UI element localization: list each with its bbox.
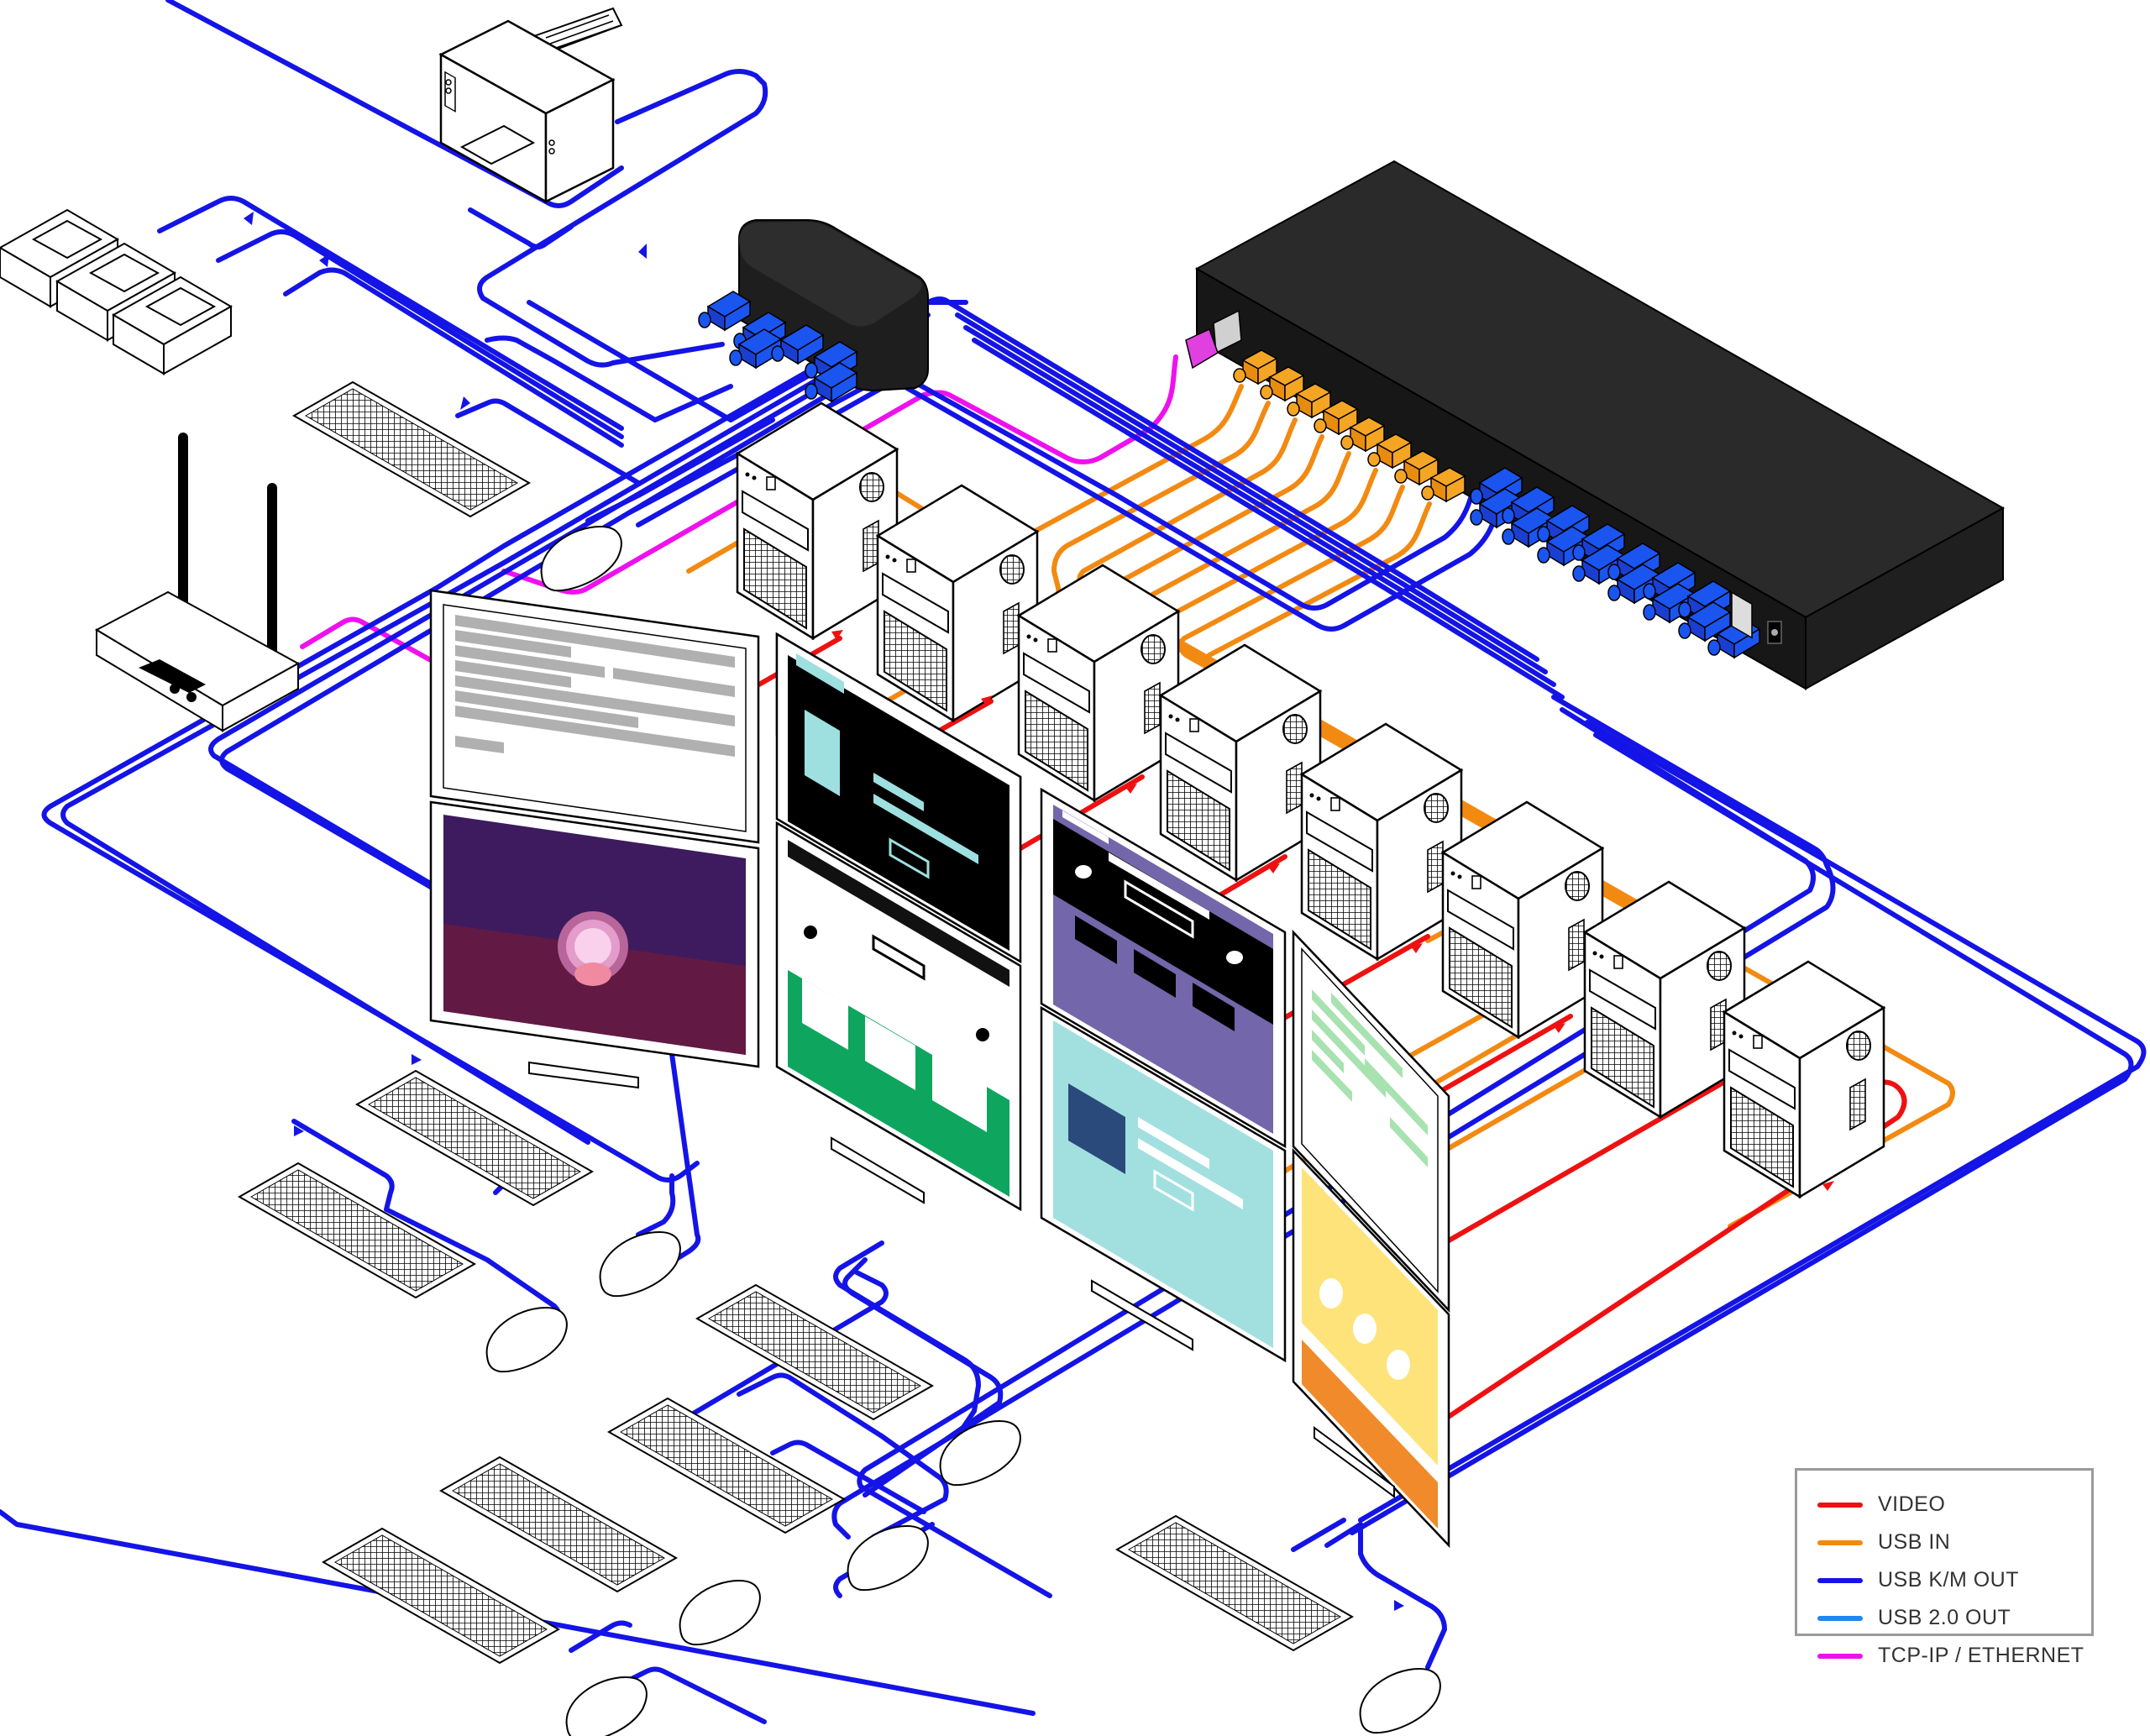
arrow-icon [1822,1181,1834,1191]
mouse-icon [599,1231,681,1298]
arrow-icon [1554,1023,1565,1033]
mouse-icon [847,1525,929,1592]
legend: VIDEO USB IN USB K/M OUT USB 2.0 OUT TCP… [1795,1468,2094,1667]
legend-swatch [1817,1653,1863,1659]
legend-item-usb-km-out: USB K/M OUT [1817,1561,2091,1599]
monitor-document [429,589,760,844]
arrow-icon [460,396,470,410]
monitor-green-site [775,821,1022,1212]
arrow-icon [244,212,254,225]
legend-swatch [1817,1502,1863,1508]
keyboard-icon [322,1528,559,1664]
arrow-icon [638,244,647,259]
ethernet-cable [501,354,1178,595]
printer-cable [477,69,768,368]
pc-tower-icon [1017,564,1180,802]
legend-item-ethernet: TCP-IP / ETHERNET [1817,1637,2091,1675]
monitor-purple-site [1040,787,1287,1149]
legend-label: VIDEO [1878,1492,1946,1516]
pc-tower-icon [1583,880,1746,1119]
monitor-yellow-site [1292,1147,1450,1549]
legend-label: USB IN [1878,1530,1951,1554]
ethernet-cable-router [300,616,439,666]
monitors [429,589,1450,1549]
legend-swatch [1817,1615,1863,1621]
pc-tower-icon [1723,960,1885,1198]
keyboard-icon [608,1398,845,1534]
mouse-icon [1359,1668,1441,1734]
pc-tower-icon [1441,800,1604,1039]
mouse-icon [939,1420,1021,1487]
legend-item-video: VIDEO [1817,1486,2091,1524]
router-icon [94,433,301,732]
arrow-markers [244,212,1404,1611]
keyboard-icon [696,1284,933,1420]
monitor-teal-site [1040,1005,1287,1363]
mouse-icon [565,1676,648,1736]
legend-item-usb20-out: USB 2.0 OUT [1817,1599,2091,1637]
mouse-icon [679,1580,761,1646]
legend-swatch [1817,1577,1863,1583]
pc-tower-icon [1300,722,1463,961]
legend-label: USB 2.0 OUT [1878,1606,2011,1629]
pc-tower-icon [876,484,1039,722]
arrow-icon [1125,784,1137,794]
mouse-icon [485,1307,568,1373]
legend-label: USB K/M OUT [1878,1568,2020,1592]
drive-icon [111,275,233,375]
legend-item-usb-in: USB IN [1817,1524,2091,1561]
usb-drives [0,208,233,375]
video-arrow-markers [831,630,1834,1191]
pc-tower-icon [1159,643,1322,882]
arrow-icon [981,695,993,705]
arrow-icon [831,630,843,640]
arrow-icon [319,254,329,267]
arrow-icon [1394,1600,1404,1611]
printer-icon [438,7,623,204]
legend-swatch [1817,1539,1863,1545]
legend-label: TCP-IP / ETHERNET [1878,1644,2084,1667]
pc-tower-icon [736,401,899,640]
usb-hub [698,219,929,402]
arrow-icon [294,1125,304,1136]
keyboard-icon [440,1456,677,1592]
arrow-icon [412,1054,422,1065]
usb-plug-icon [698,291,751,331]
arrow-icon [1411,943,1423,953]
keyboard-icon [239,1162,475,1298]
arrow-icon [1268,863,1280,873]
monitor-sunset [429,800,760,1089]
monitor-dark-site [775,632,1022,964]
kvm-switch [1185,160,2006,690]
monitor-green-text [1292,929,1450,1314]
ethernet-plug-icon [1185,309,1242,370]
